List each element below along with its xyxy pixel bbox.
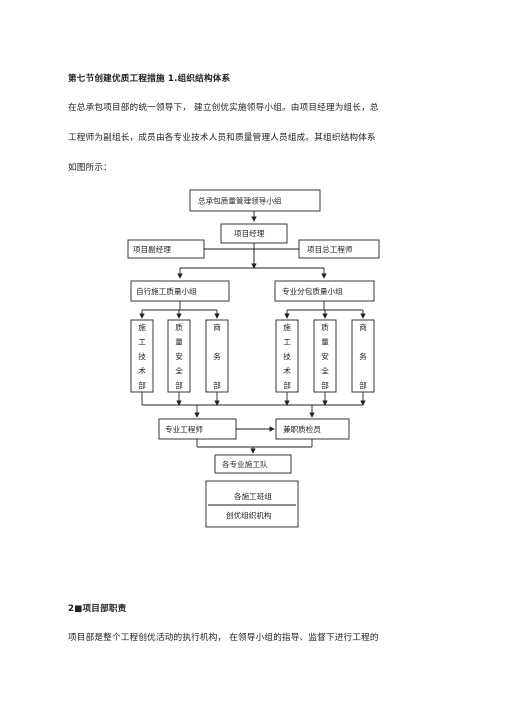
section-title: 第七节创建优质工程措施 1.组织结构体系: [68, 74, 231, 84]
dept-right-2-char: 部: [321, 380, 329, 390]
dept-right-2-char: 全: [321, 366, 329, 376]
paragraph-line-2: 工程师为副组长，成员由各专业技术人员和质量管理人员组成。其组织结构体系: [68, 133, 376, 143]
dept-left-2-char: 安: [175, 351, 183, 361]
dept-left-1-char: 施: [138, 322, 146, 332]
dept-left-3-char: 部: [213, 380, 221, 390]
dept-left-1-char: 部: [138, 380, 146, 390]
label-self-group: 自行施工质量小组: [136, 286, 197, 296]
paragraph-line-1: 在总承包项目部的统一领导下， 建立创优实施领导小组。由项目经理为组长，总: [68, 103, 379, 113]
label-deputy-manager: 项目副经理: [133, 244, 171, 254]
label-top-group: 总承包质量管理领导小组: [198, 196, 282, 206]
box-legend: [205, 480, 299, 528]
box-top-group: [189, 189, 321, 212]
dept-left-2-char: 全: [175, 366, 183, 376]
dept-right-2-char: 量: [321, 338, 329, 347]
dept-right-1-char: 施: [283, 322, 291, 332]
label-specialty-engineer: 专业工程师: [165, 424, 203, 434]
dept-right-2-char: 安: [321, 351, 329, 361]
dept-left-2-char: 部: [175, 380, 183, 390]
dept-right-1-char: 术: [283, 366, 291, 376]
dept-right-3-char: 务: [359, 351, 367, 361]
dept-right-3-char: 部: [359, 380, 367, 390]
label-legend-bottom: 创优组织机构: [226, 510, 272, 520]
section2-line-1: 项目部是整个工程创优活动的执行机构， 在领导小组的指导、监督下进行工程的: [68, 633, 379, 643]
label-teams: 各专业施工队: [222, 459, 268, 469]
dept-right-1-char: 技: [283, 351, 291, 361]
dept-left-2-char: 量: [175, 338, 183, 347]
section2-heading: 2■项目部职责: [68, 604, 127, 614]
dept-left-2-char: 质: [175, 322, 183, 332]
dept-right-1-char: 部: [283, 380, 291, 390]
dept-left-1-char: 术: [138, 366, 146, 376]
paragraph-line-3: 如图所示：: [68, 163, 112, 173]
dept-left-3-char: 务: [213, 351, 221, 361]
dept-left-1-char: 工: [138, 338, 146, 347]
label-sub-group: 专业分包质量小组: [282, 286, 343, 296]
label-manager: 项目经理: [234, 228, 265, 238]
box-teams: [214, 454, 292, 474]
box-sub-group: [274, 280, 375, 302]
dept-right-1-char: 工: [283, 338, 291, 347]
dept-right-2-char: 质: [321, 322, 329, 332]
label-legend-top: 各施工班组: [234, 491, 272, 501]
label-inspector: 兼职质检员: [283, 424, 321, 434]
dept-right-3-char: 商: [359, 322, 367, 332]
dept-left-3-char: 商: [213, 322, 221, 332]
box-inspector: [275, 418, 350, 440]
dept-left-1-char: 技: [138, 351, 146, 361]
label-chief-engineer: 项目总工程师: [307, 244, 353, 254]
